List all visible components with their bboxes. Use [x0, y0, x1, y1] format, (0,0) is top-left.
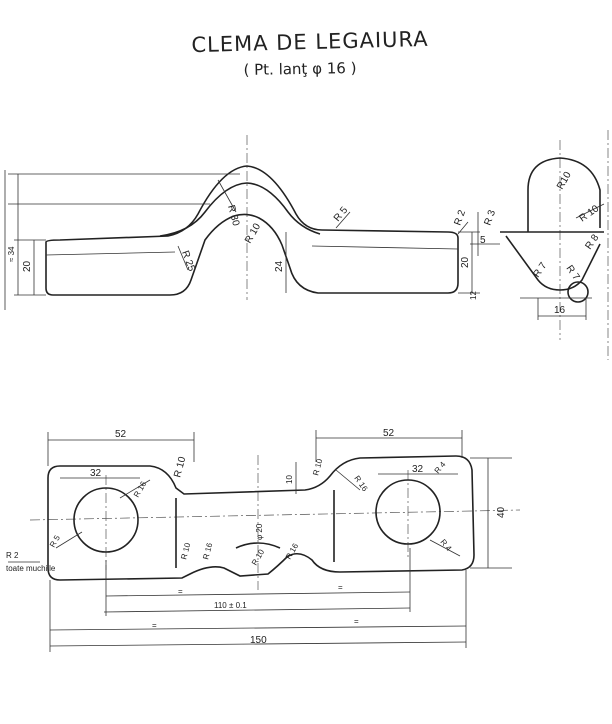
label-r30: R 30: [225, 204, 241, 228]
label-h5: 5: [480, 235, 486, 246]
label-r4-top: R 4: [433, 460, 448, 476]
section-v-profile: [500, 231, 604, 291]
label-r10-right: R 10: [577, 203, 601, 224]
hole-right: [375, 479, 441, 545]
label-r10-c: R 10: [311, 457, 324, 476]
plan-view: 52 52 32 32 R 10 R 16 R 10 R 16 R 10 R 1…: [6, 428, 521, 652]
label-r10-top: R10: [555, 170, 574, 192]
side-outer-contour: [45, 165, 459, 296]
dim-line-110: [103, 607, 411, 613]
label-52-right: 52: [383, 428, 395, 439]
label-32-left: 32: [90, 468, 102, 479]
label-eq-4: =: [354, 617, 359, 626]
label-h34: ≈ 34: [7, 246, 16, 262]
label-r3: R 3: [482, 208, 498, 227]
label-h24: 24: [274, 260, 285, 272]
section-bar-circle: [567, 281, 589, 303]
label-muchii-b: toate muchiile: [6, 564, 56, 573]
label-52-left: 52: [115, 429, 127, 440]
label-r10-a: R 10: [172, 455, 188, 479]
label-h20-right: 20: [460, 256, 471, 268]
plan-center-axis: [29, 509, 521, 521]
label-h10: 10: [285, 475, 294, 484]
label-muchii-a: R 2: [6, 551, 19, 560]
dim-line-eq-top: [105, 591, 411, 597]
label-eq-2: =: [338, 583, 343, 592]
leader-r25: [177, 245, 189, 271]
label-r2: R 2: [452, 208, 468, 227]
label-r5-left: R 5: [48, 533, 62, 549]
leader-r16-b: [335, 469, 361, 491]
label-r4-bottom: R 4: [438, 538, 453, 554]
side-view: R 30 R 10 R 5 R 25 R 2 20 ≈ 34 24 20 12: [4, 135, 480, 310]
dim-line-eq-bottom: [49, 625, 467, 631]
plan-outer-contour: [47, 455, 475, 581]
leader-r16-a: [119, 479, 151, 499]
label-r8: R 8: [583, 232, 601, 251]
leader-r30: [217, 179, 237, 213]
label-w16: 16: [554, 305, 566, 316]
label-r10-mid: R 10: [250, 547, 267, 567]
label-r16-c: R 16: [352, 474, 369, 493]
plan-bridge-contour: [175, 490, 335, 568]
section-top-lug: [527, 157, 601, 232]
hole-left: [73, 487, 139, 553]
label-r7-right: R 7: [564, 263, 582, 282]
label-r5: R 5: [332, 205, 351, 224]
label-110: 110 ± 0.1: [214, 601, 247, 610]
label-r10-bot: R 16: [284, 541, 301, 561]
label-r7-left: R 7: [531, 260, 549, 279]
label-h40: 40: [496, 506, 507, 518]
leader-r4-bottom: [429, 539, 461, 557]
label-r10: R 10: [243, 221, 263, 245]
leader-r5: [335, 211, 351, 229]
label-dia20: φ 20: [255, 523, 264, 540]
label-eq-3: =: [152, 621, 157, 630]
leader-r10-right: [575, 203, 605, 219]
side-inner-arch: [159, 182, 321, 237]
side-wall-line-left: [45, 251, 176, 256]
label-r25: R 25: [179, 249, 197, 273]
leader-r5-left: [55, 531, 83, 549]
label-h20-left: 20: [22, 260, 33, 272]
label-eq-1: =: [178, 587, 183, 596]
side-wall-line-right: [311, 245, 459, 250]
section-view: R10 R 10 R 3 R 8 R 7 R 7 5 16: [470, 130, 609, 360]
label-r16-b: R 16: [201, 541, 214, 560]
label-h12: 12: [469, 291, 478, 300]
label-150: 150: [250, 635, 267, 646]
dim-line-150: [49, 641, 467, 647]
label-r10-b: R 10: [179, 541, 192, 560]
leader-r2: [457, 221, 469, 235]
label-32-right: 32: [412, 464, 424, 475]
